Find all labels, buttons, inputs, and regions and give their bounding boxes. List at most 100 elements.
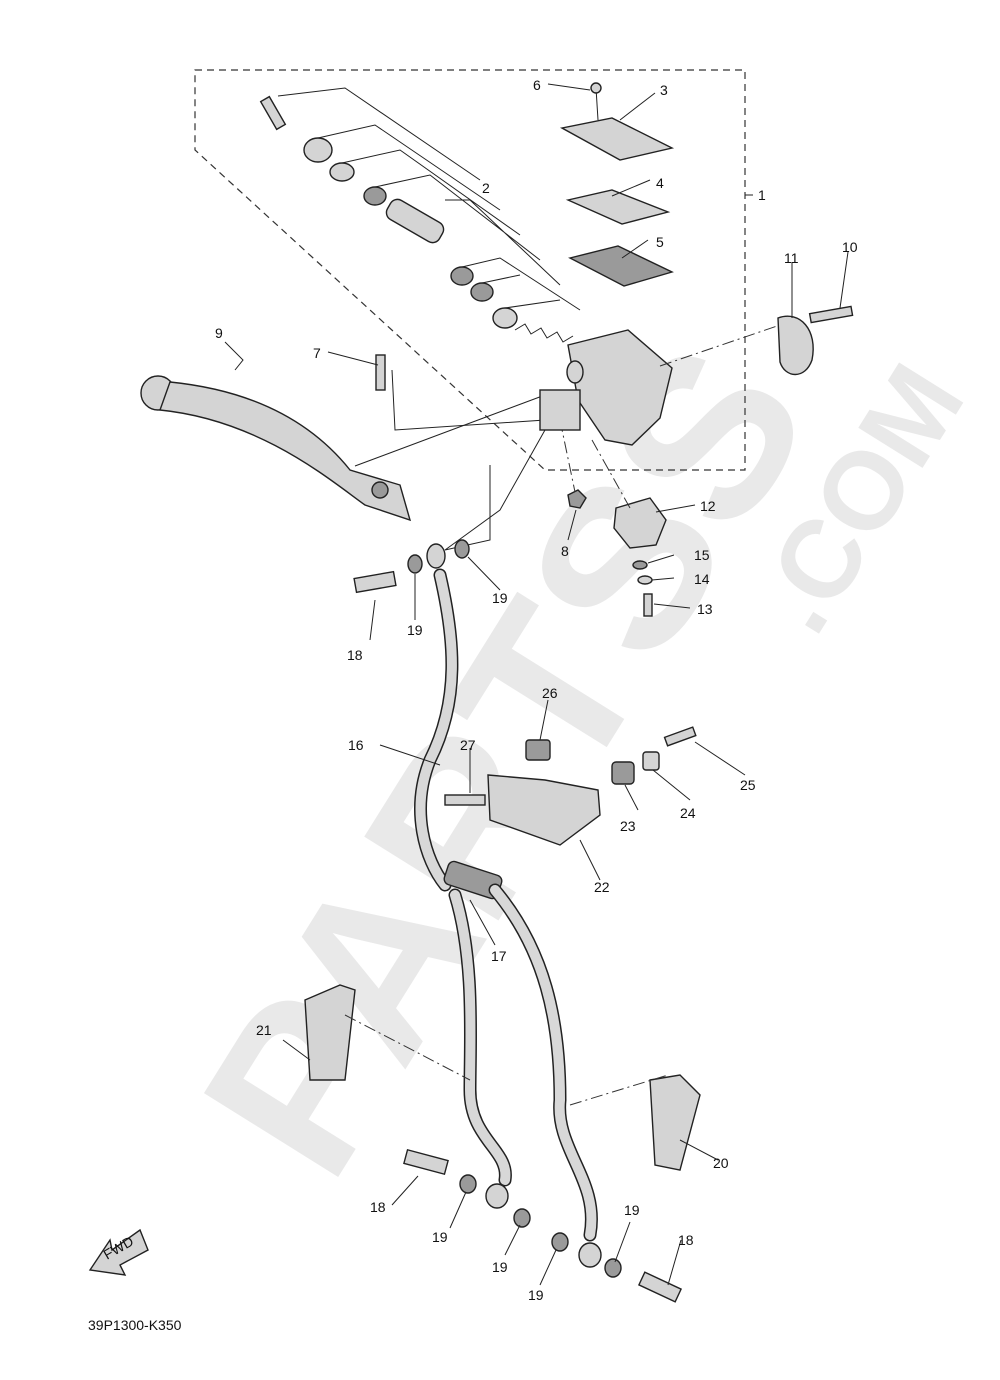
lever-9	[159, 381, 412, 522]
diagram-code: 39P1300-K350	[88, 1317, 182, 1333]
washer-14	[637, 575, 653, 585]
lever-bracket	[539, 389, 581, 431]
bracket-20-axis	[569, 1074, 669, 1106]
brake-switch-assembly	[591, 439, 667, 617]
bracket-22	[487, 774, 601, 846]
fwd-arrow-icon	[88, 1228, 149, 1276]
switch-12	[613, 497, 667, 549]
pivot-bolt-7	[375, 354, 386, 391]
bracket-21-axis	[344, 1014, 471, 1081]
banjo-fitting-top	[426, 543, 446, 569]
brake-hose-16	[414, 568, 459, 892]
callout-6: 6	[533, 77, 541, 93]
callout-24: 24	[680, 805, 696, 821]
cylinder-port	[566, 360, 584, 384]
spring-seat	[492, 307, 518, 329]
clamp-11	[777, 315, 814, 376]
lower-hoses	[448, 883, 598, 1242]
lever-leader	[354, 394, 546, 467]
callout-18-left: 18	[370, 1199, 386, 1215]
callout-21: 21	[256, 1022, 272, 1038]
bolt-leader-upper	[444, 429, 546, 551]
banjo-bolt-18-top	[353, 570, 397, 594]
collar-23	[611, 761, 635, 785]
callout-14: 14	[694, 571, 710, 587]
callout-19-b: 19	[492, 590, 508, 606]
callout-2: 2	[482, 180, 490, 196]
bolt-25	[663, 726, 697, 747]
piston	[385, 198, 445, 244]
bolt-10	[808, 305, 854, 324]
callout-27: 27	[460, 737, 476, 753]
reservoir-parts	[559, 82, 781, 446]
master-cylinder-body	[567, 329, 673, 446]
spring	[514, 323, 574, 343]
callout-12: 12	[700, 498, 716, 514]
callout-22: 22	[594, 879, 610, 895]
hose-bracket-assembly	[444, 726, 697, 846]
bracket-21	[304, 984, 356, 1081]
screw-13	[643, 593, 653, 617]
callout-11: 11	[784, 250, 799, 266]
master-cylinder-assembly-boundary	[194, 69, 746, 471]
callout-25: 25	[740, 777, 756, 793]
clamp-hardware	[777, 305, 854, 376]
callout-leaders	[224, 83, 849, 1286]
bracket-20	[649, 1074, 701, 1171]
callout-8: 8	[561, 543, 569, 559]
upper-banjo	[353, 539, 470, 594]
callout-17: 17	[491, 948, 507, 964]
kit-leader-lines	[277, 87, 581, 311]
reservoir-cap-3	[559, 117, 675, 161]
callout-9: 9	[215, 325, 223, 341]
callout-19-c: 19	[432, 1229, 448, 1245]
washer-24	[642, 751, 660, 771]
washer-ring	[363, 186, 387, 206]
nut-axis	[559, 419, 576, 493]
callout-7: 7	[313, 345, 321, 361]
washer-19-d	[513, 1208, 531, 1228]
cup-secondary	[470, 282, 494, 302]
callout-4: 4	[656, 175, 664, 191]
callout-13: 13	[697, 601, 713, 617]
washer-19-e	[551, 1232, 569, 1252]
callout-23: 23	[620, 818, 636, 834]
callout-10: 10	[842, 239, 858, 255]
callout-1: 1	[758, 187, 766, 203]
callout-19-a: 19	[407, 622, 423, 638]
hose-16-fill	[415, 570, 457, 890]
bolt-27	[444, 794, 486, 806]
forward-arrow: FWD	[88, 1228, 149, 1276]
mount-axis	[659, 324, 781, 367]
circlip	[329, 162, 355, 182]
callout-19-f: 19	[624, 1202, 640, 1218]
washer-15	[632, 560, 648, 570]
callout-26: 26	[542, 685, 558, 701]
nut-8	[567, 489, 587, 509]
grommet-26	[525, 739, 551, 761]
callout-15: 15	[694, 547, 710, 563]
lower-banjos	[403, 1148, 683, 1303]
dust-boot	[303, 137, 333, 163]
callout-20: 20	[713, 1155, 729, 1171]
washer-19-a	[407, 554, 423, 574]
piston-kit	[259, 87, 581, 343]
callout-3: 3	[660, 82, 668, 98]
watermark-brand: PARTSS	[154, 303, 857, 1216]
switch-axis	[591, 439, 631, 509]
push-rod	[259, 95, 287, 131]
banjo-bolt-18-left	[403, 1148, 449, 1176]
washer-19-c	[459, 1174, 477, 1194]
hose-left-fill	[450, 890, 511, 1185]
washer-19-b	[454, 539, 470, 559]
banjo-right	[578, 1242, 602, 1268]
cup-primary	[450, 266, 474, 286]
callout-5: 5	[656, 234, 664, 250]
banjo-left	[485, 1183, 509, 1209]
brake-lever	[140, 375, 546, 522]
hose-right-fill	[490, 885, 597, 1240]
callout-labels: 1 2 3 4 5 6 7 8 9 10 11 12 13 14 15 16 1…	[215, 77, 858, 1303]
callout-18-top: 18	[347, 647, 363, 663]
callout-19-d: 19	[492, 1259, 508, 1275]
diaphragm-5	[568, 245, 674, 287]
